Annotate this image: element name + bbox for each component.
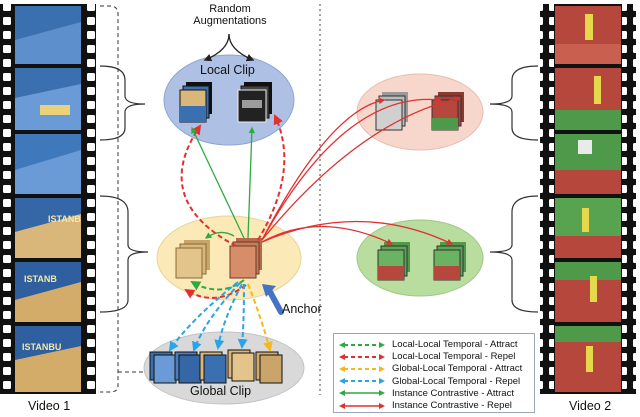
svg-text:ISTANBU: ISTANBU — [22, 342, 61, 352]
video2-frame — [555, 68, 621, 130]
video1-frame: ISTANB — [15, 198, 81, 258]
global-local-repel-arrow — [237, 283, 248, 349]
video1-label: Video 1 — [28, 399, 71, 413]
video2-film-strip — [540, 4, 636, 394]
video2-frame — [555, 198, 621, 258]
legend-label: Instance Contrastive - Attract — [392, 387, 514, 399]
brace-video1-global — [99, 195, 149, 313]
brace-video2-bottom — [489, 195, 539, 313]
legend-arrow-swatch — [339, 341, 385, 348]
video2-frame — [555, 262, 621, 322]
legend-row: Instance Contrastive - Attract — [338, 388, 514, 399]
legend-row: Local-Local Temporal - Attract — [338, 339, 518, 350]
video1-frame — [15, 6, 81, 64]
legend-arrow-swatch — [339, 353, 385, 360]
instance-attract-arrow — [247, 126, 256, 239]
svg-text:ISTANB: ISTANB — [48, 214, 81, 224]
anchor-clip-stack — [229, 238, 262, 279]
local-clip-stack-color — [179, 82, 212, 123]
instance-attract-arrow — [191, 126, 245, 239]
middle-clip-stack — [175, 240, 210, 279]
legend-row: Global-Local Temporal - Repel — [338, 376, 520, 387]
global-local-repel-arrow — [168, 281, 239, 352]
brace-video2-top — [489, 65, 539, 141]
video2-frame — [555, 6, 621, 64]
local-local-repel-arrow — [180, 124, 237, 247]
video1-frame — [15, 68, 81, 130]
legend-arrow-swatch — [339, 365, 385, 372]
anchor-label: Anchor — [282, 302, 322, 316]
instance-repel-arrow — [261, 220, 454, 245]
anchor-indicator-arrowhead — [262, 284, 276, 297]
legend-label: Global-Local Temporal - Repel — [392, 375, 521, 387]
brace-video1-local — [99, 65, 146, 141]
instance-repel-arrow — [261, 96, 442, 241]
random-augmentations-label: Random Augmentations — [193, 3, 267, 27]
global-clip-frames — [149, 349, 283, 384]
local-clip-stack-dark — [237, 82, 272, 123]
local-local-attract-arrow — [190, 279, 245, 291]
video2-green-stack-2 — [433, 242, 466, 281]
anchor-indicator-arrow — [266, 287, 284, 315]
video1-frame: ISTANB — [15, 262, 81, 322]
instance-repel-arrow — [261, 225, 394, 245]
global-local-repel-arrow — [192, 282, 241, 352]
instance-repel-arrow — [261, 95, 462, 241]
legend-label: Instance Contrastive - Repel — [392, 400, 512, 411]
brace-video1-full — [100, 5, 148, 393]
global-local-attract-arrow — [247, 283, 273, 352]
legend-arrow-swatch — [339, 402, 385, 409]
video1-frame: ISTANBU — [15, 326, 81, 392]
legend-row: Global-Local Temporal - Attract — [338, 363, 522, 374]
local-local-attract-arrow — [204, 231, 235, 239]
legend-label: Local-Local Temporal - Attract — [392, 339, 518, 350]
local-local-repel-arrow — [257, 114, 286, 241]
svg-text:ISTANB: ISTANB — [24, 274, 57, 284]
legend-row: Local-Local Temporal - Repel — [338, 351, 515, 362]
legend-arrow-swatch — [339, 378, 385, 385]
video2-label: Video 2 — [569, 399, 612, 413]
augmentation-fork-arrow — [228, 33, 255, 62]
legend-row: Instance Contrastive - Repel — [338, 400, 512, 411]
video2-frame — [555, 326, 621, 392]
local-local-repel-arrow — [184, 284, 247, 299]
legend-label: Local-Local Temporal - Repel — [392, 351, 516, 363]
instance-repel-arrow — [261, 97, 386, 241]
video2-green-stack-1 — [377, 242, 410, 281]
video1-frame — [15, 134, 81, 194]
legend-arrow-swatch — [339, 390, 385, 397]
video1-film-strip: ISTANB ISTANB ISTANBU — [0, 4, 96, 394]
video2-frame — [555, 134, 621, 194]
video2-gray-stack — [375, 92, 408, 131]
local-clip-label: Local Clip — [200, 63, 255, 77]
global-clip-label: Global Clip — [190, 384, 252, 398]
legend-label: Global-Local Temporal - Attract — [392, 363, 523, 375]
